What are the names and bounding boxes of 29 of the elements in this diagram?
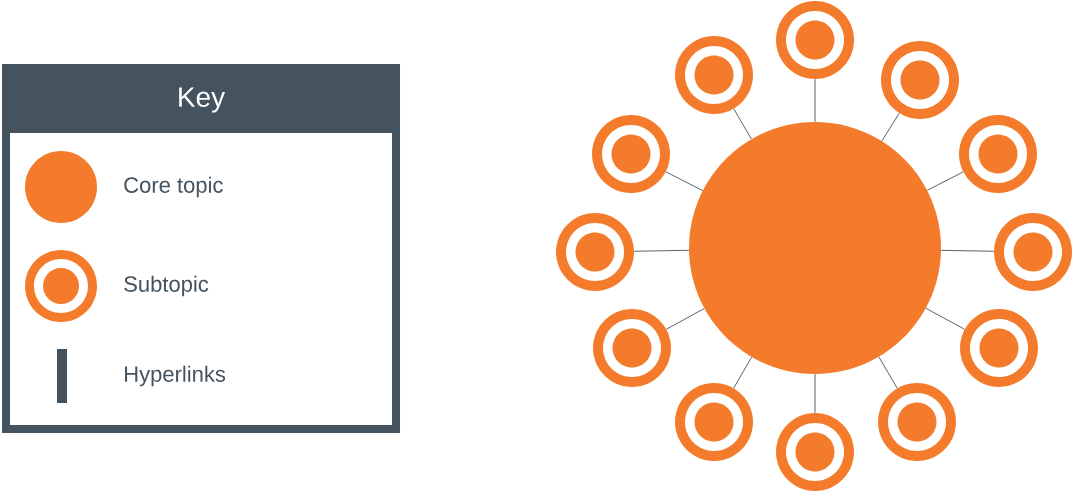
connector-line	[733, 356, 753, 389]
subtopic-circle	[994, 213, 1072, 291]
connector-line	[733, 108, 752, 140]
topic-circle	[689, 122, 941, 374]
connector-line	[881, 112, 900, 142]
legend-text: Subtopic	[124, 275, 209, 297]
subtopic-circle	[776, 1, 854, 79]
connector-line	[878, 356, 898, 389]
subtopic-circle	[959, 115, 1037, 193]
subtopic-circle	[881, 41, 959, 119]
subtopic-circle	[675, 36, 753, 114]
subtopic-circle	[878, 383, 956, 461]
connector-line	[940, 249, 995, 252]
connector-line	[665, 308, 705, 330]
connector-line	[665, 171, 704, 192]
connector-line	[814, 373, 816, 414]
legend-text: Hyperlinks	[125, 365, 226, 387]
legend-text: Core topic	[124, 176, 223, 198]
connector-line	[633, 249, 690, 252]
connector-line	[925, 307, 965, 330]
subtopic-circle	[675, 383, 753, 461]
subtopic-circle	[776, 413, 854, 491]
subtopic-circle	[592, 115, 670, 193]
subtopic-circle	[556, 213, 634, 291]
subtopic-circle	[593, 309, 671, 387]
connector-line	[926, 171, 964, 191]
connector-line	[814, 78, 816, 123]
legend-title: Key	[179, 87, 226, 113]
subtopic-circle	[960, 309, 1038, 387]
